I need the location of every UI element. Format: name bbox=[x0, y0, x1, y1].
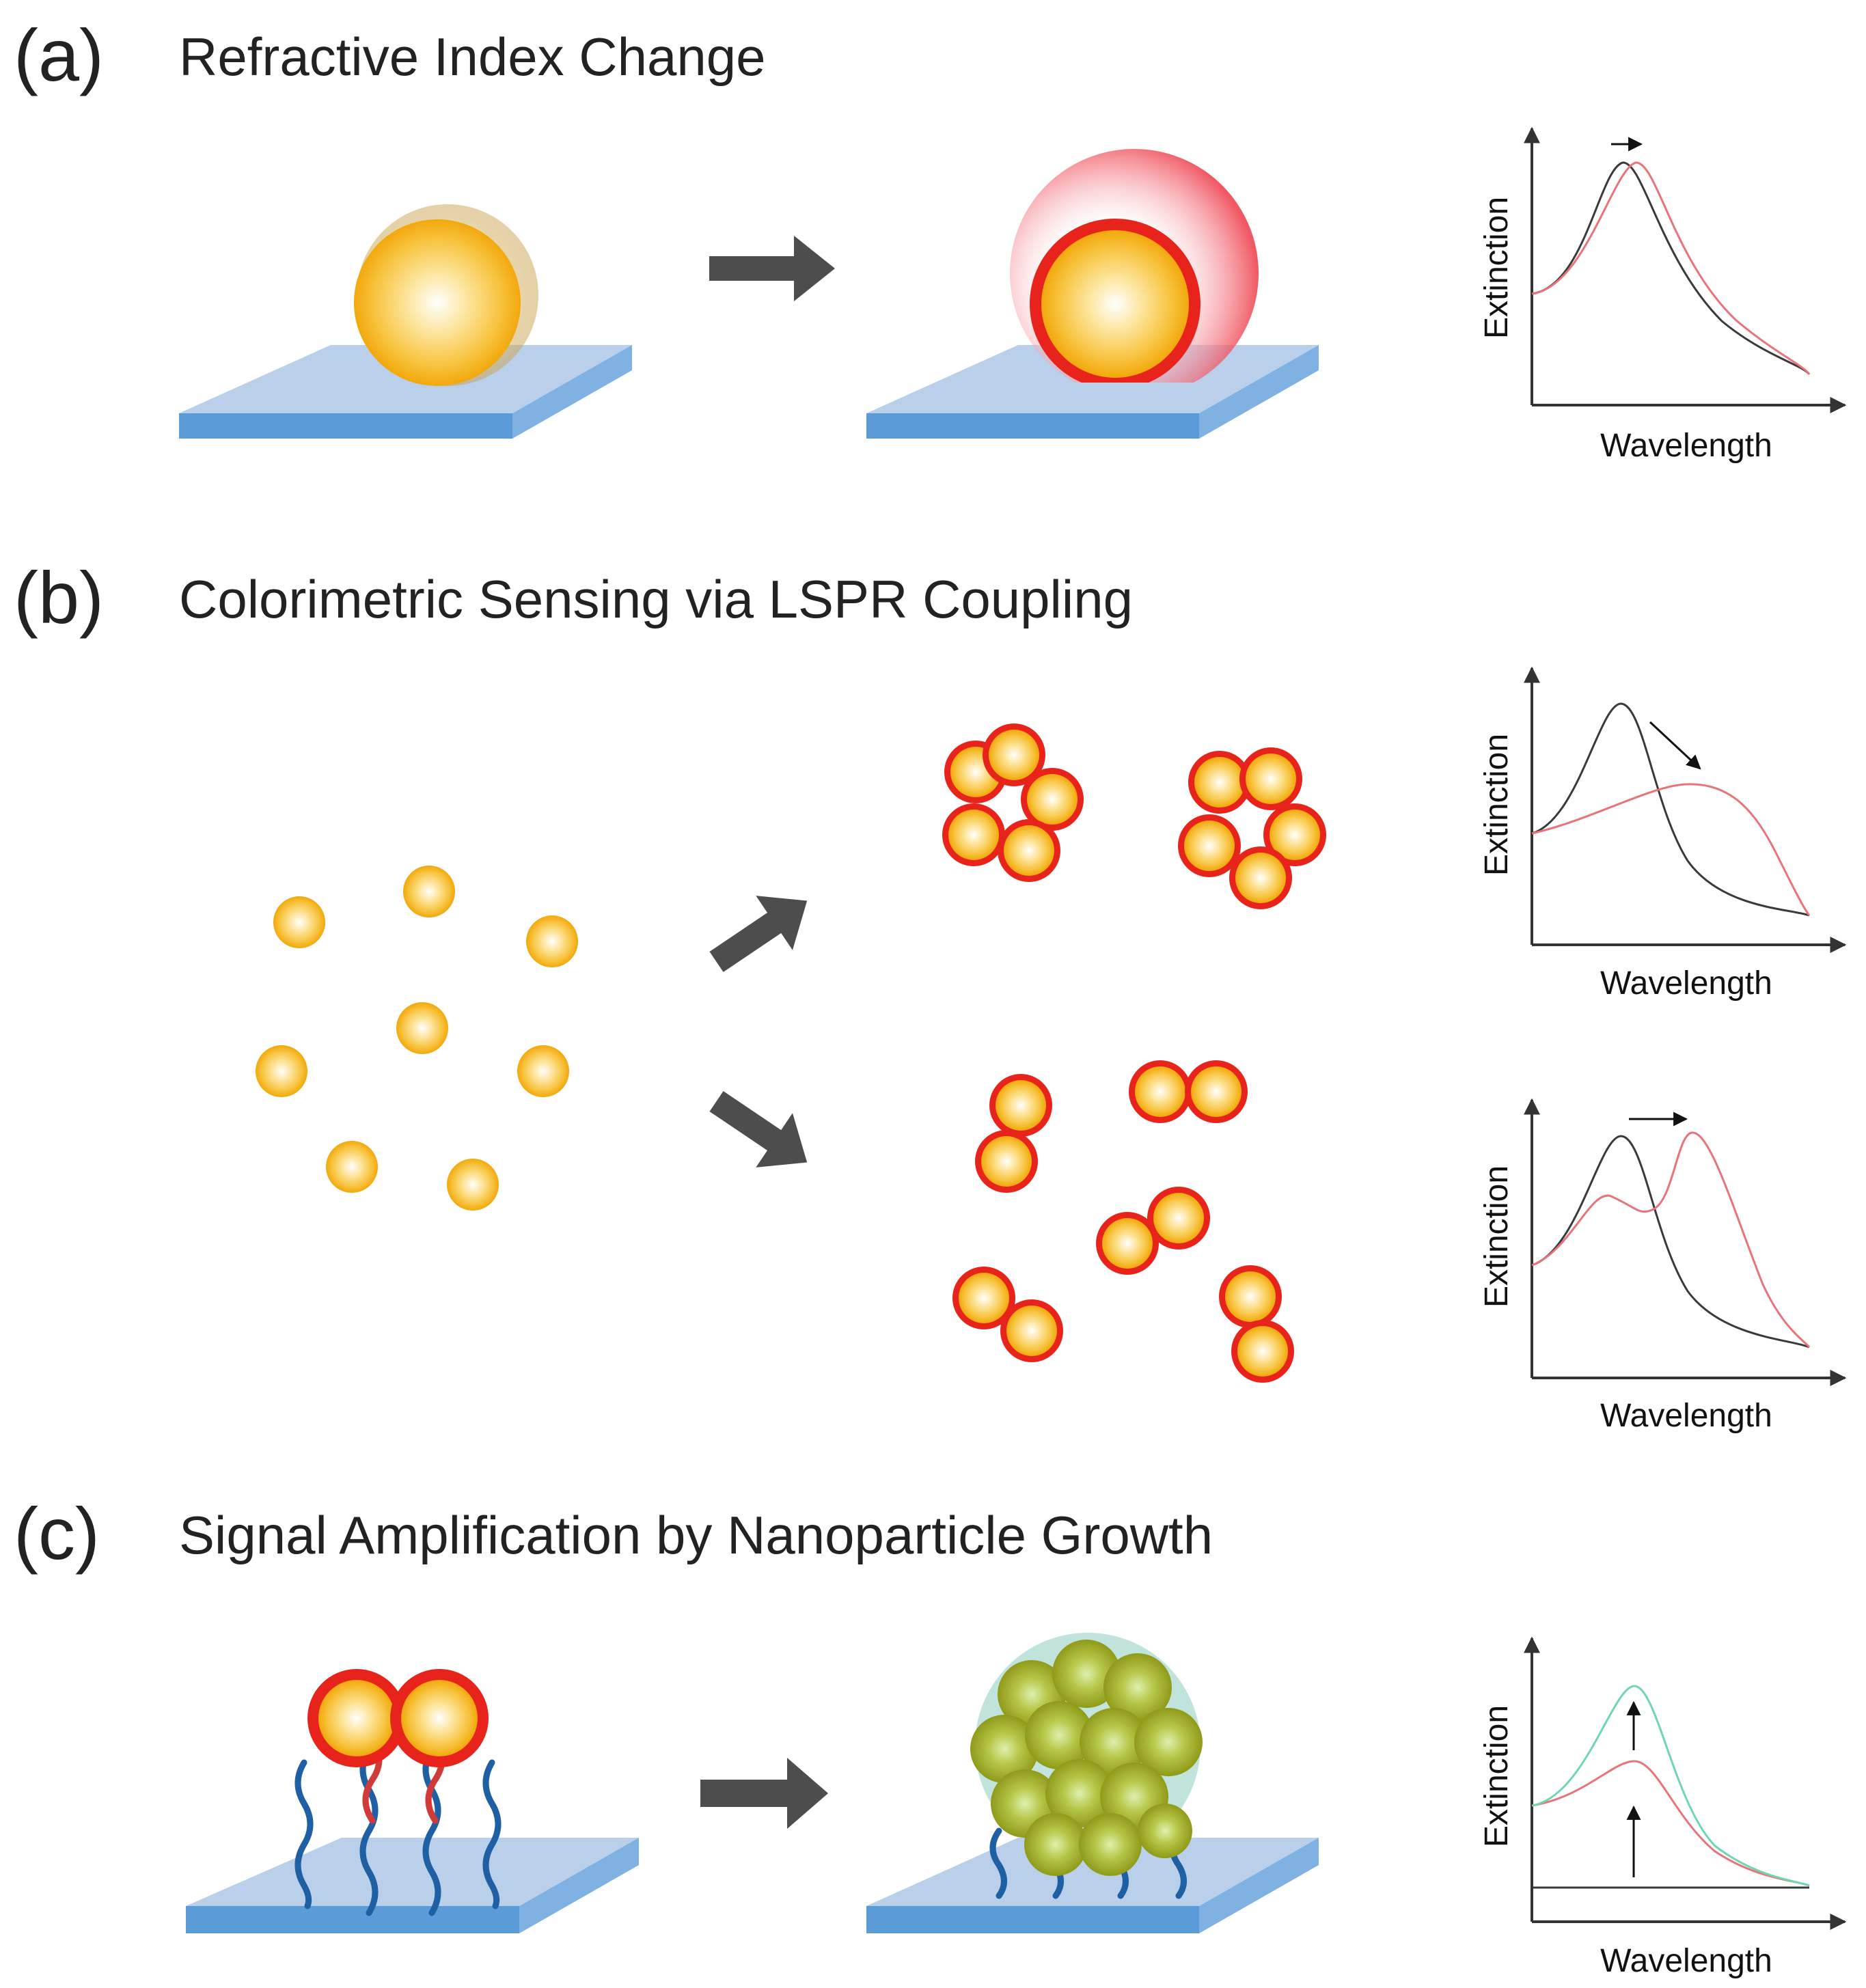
graph-b-bottom-curve-after bbox=[1531, 1131, 1811, 1348]
section-c-letter: (c) bbox=[14, 1492, 100, 1575]
dispersed-nanoparticles bbox=[256, 866, 578, 1211]
section-c-title: Signal Amplification by Nanoparticle Gro… bbox=[179, 1505, 1213, 1565]
nanoparticle-bare bbox=[354, 204, 538, 386]
section-b-title: Colorimetric Sensing via LSPR Coupling bbox=[179, 569, 1133, 629]
section-a-letter: (a) bbox=[14, 14, 104, 96]
nanoparticle-coated bbox=[1010, 149, 1259, 383]
process-arrow-a bbox=[709, 236, 835, 301]
graph-b-top: Extinction Wavelength bbox=[1479, 666, 1847, 1002]
graph-b-top-shift-arrow bbox=[1649, 721, 1701, 770]
substrate-c-right bbox=[866, 1838, 1319, 1933]
graph-a: Extinction Wavelength bbox=[1479, 126, 1847, 464]
graph-b-bottom: Extinction Wavelength bbox=[1479, 1098, 1847, 1434]
section-b-letter: (b) bbox=[14, 556, 104, 639]
graph-b-top-xlabel: Wavelength bbox=[1600, 965, 1772, 1002]
dimer-5 bbox=[1219, 1265, 1294, 1383]
bound-nanoparticle-dimer bbox=[307, 1669, 489, 1767]
graph-c-curve-green bbox=[1531, 1685, 1810, 1887]
section-c-header: (c) Signal Amplification by Nanoparticle… bbox=[14, 1492, 1213, 1575]
graph-b-bottom-ylabel: Extinction bbox=[1479, 1165, 1515, 1308]
dimer-1 bbox=[975, 1074, 1052, 1193]
graph-a-curve-before bbox=[1531, 161, 1811, 375]
section-a-title: Refractive Index Change bbox=[179, 27, 766, 87]
graph-b-bottom-curve-before bbox=[1531, 1135, 1810, 1349]
grown-nanoparticle bbox=[970, 1633, 1203, 1876]
graph-b-top-curve-before bbox=[1531, 702, 1810, 917]
section-a-header: (a) Refractive Index Change bbox=[14, 14, 766, 96]
graph-c-xlabel: Wavelength bbox=[1600, 1943, 1772, 1979]
process-arrow-b-down bbox=[709, 1091, 808, 1168]
process-arrow-c bbox=[700, 1758, 828, 1829]
graph-b-bottom-xlabel: Wavelength bbox=[1600, 1398, 1772, 1434]
graph-b-top-ylabel: Extinction bbox=[1479, 734, 1515, 876]
aggregate-cluster-1 bbox=[942, 723, 1084, 882]
graph-c-ylabel: Extinction bbox=[1479, 1705, 1515, 1847]
graph-a-curve-after bbox=[1531, 161, 1811, 375]
graph-c-curve-red bbox=[1531, 1760, 1810, 1887]
process-arrow-b-up bbox=[709, 896, 808, 972]
section-b-header: (b) Colorimetric Sensing via LSPR Coupli… bbox=[14, 556, 1133, 639]
graph-a-xlabel: Wavelength bbox=[1600, 428, 1772, 464]
substrate-c-left bbox=[186, 1838, 639, 1933]
graph-b-top-curve-after bbox=[1531, 783, 1811, 916]
dimer-2 bbox=[1129, 1060, 1248, 1123]
dimer-4 bbox=[952, 1267, 1063, 1362]
dimer-3 bbox=[1096, 1187, 1210, 1275]
aggregate-cluster-2 bbox=[1178, 747, 1326, 909]
graph-c: Extinction Wavelength bbox=[1479, 1636, 1847, 1979]
graph-a-ylabel: Extinction bbox=[1479, 197, 1515, 339]
